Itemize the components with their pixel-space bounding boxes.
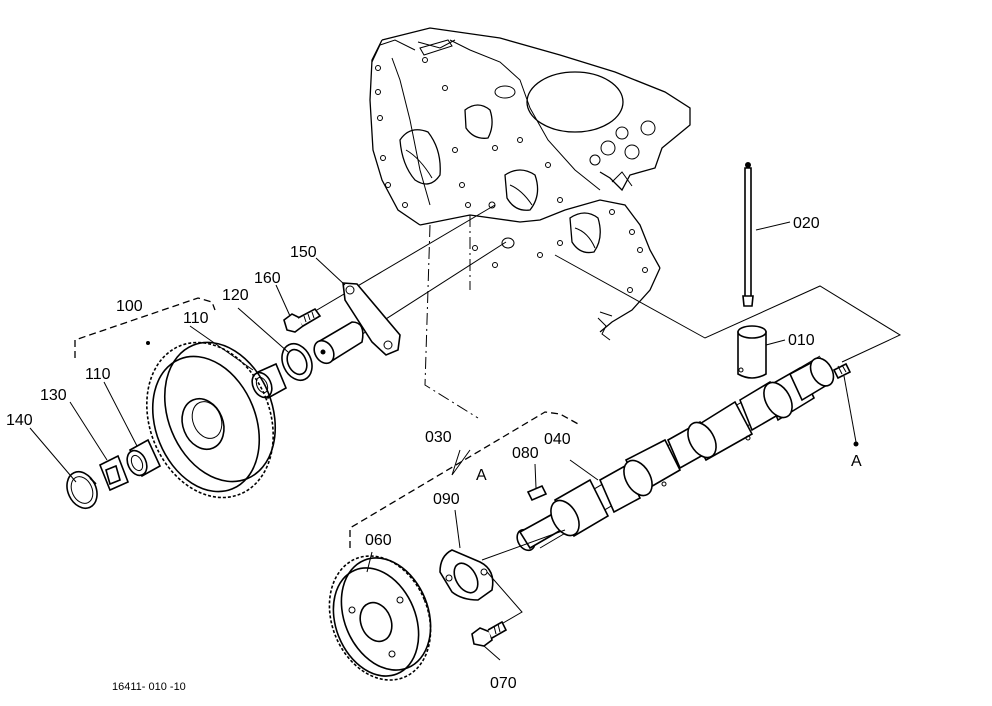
guide-a: [843, 375, 857, 443]
guide-line-bolt: [299, 204, 496, 321]
leader-lines: [29, 221, 791, 661]
callout-110-right: 110: [183, 310, 209, 327]
bolt-160: [283, 307, 322, 333]
callout-040: 040: [544, 431, 571, 448]
push-rod-020: [742, 162, 754, 307]
key-070: [526, 484, 548, 502]
callout-130: 130: [40, 387, 67, 404]
drawing-reference-number: 16411- 010 -10: [112, 681, 186, 693]
callout-010: 010: [788, 332, 815, 349]
set-screw: [832, 362, 852, 380]
bushing-110-left: [126, 438, 162, 478]
callout-labels: 020 010 150 160 120 100 110 110 130 140 …: [6, 215, 862, 692]
engine-block: [369, 27, 691, 341]
callout-020: 020: [793, 215, 820, 232]
idler-shaft: [313, 282, 401, 365]
bracket-030: [349, 411, 581, 548]
callout-160: 160: [254, 270, 281, 287]
callout-a-left: A: [476, 467, 487, 484]
bushing-110-right: [251, 362, 288, 400]
callout-080: 090: [433, 491, 460, 508]
callout-120: 120: [222, 287, 249, 304]
camshaft-040: [516, 355, 835, 552]
block-bolt-holes: [375, 57, 648, 293]
callout-110-left: 110: [85, 366, 111, 383]
guide-tappet: [554, 254, 902, 363]
callout-060: 060: [365, 532, 392, 549]
washer-130: [98, 454, 130, 492]
thrust-plate-080: [439, 549, 494, 601]
guide-080: [486, 571, 523, 627]
cam-gear-060: [328, 555, 432, 681]
idler-gear-100: [146, 341, 277, 499]
block-centerline: [424, 224, 479, 419]
callout-a-right: A: [851, 453, 862, 470]
bracket-100: [74, 297, 216, 358]
circlip-140: [66, 470, 98, 510]
callout-070: 080: [512, 445, 539, 462]
callout-090: 070: [490, 675, 517, 692]
thrust-ring-120: [281, 342, 313, 382]
bolt-090: [471, 620, 508, 647]
callout-140: 140: [6, 412, 33, 429]
callout-100: 100: [116, 298, 143, 315]
callout-030: 030: [425, 429, 452, 446]
guide-080-cam: [481, 529, 566, 561]
marker-dot-a: [853, 441, 859, 447]
tappet-010: [737, 325, 767, 379]
callout-150: 150: [290, 244, 317, 261]
